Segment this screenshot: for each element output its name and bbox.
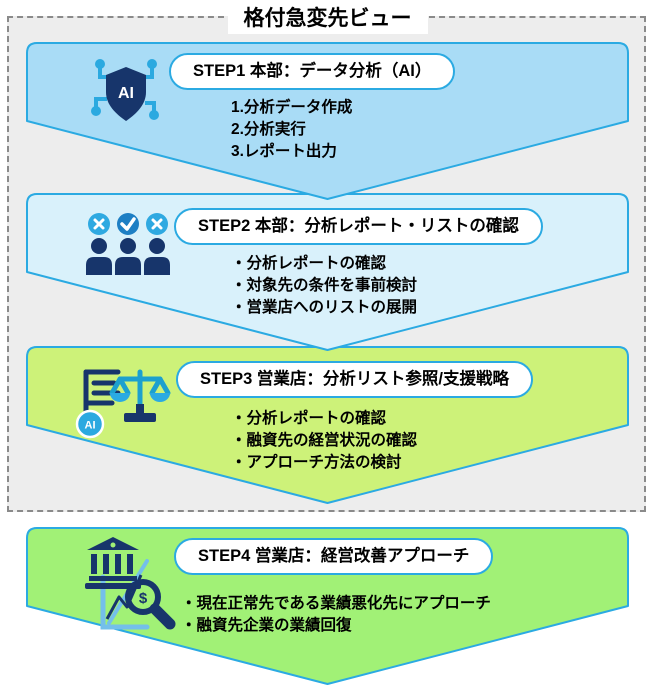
page-title: 格付急変先ビュー [227,0,428,34]
step4-title-pill: STEP4 営業店：経営改善アプローチ [174,538,494,575]
step1-task-item: 3.レポート出力 [231,143,337,160]
step2-chevron: STEP2 本部：分析レポート・リストの確認 ・分析レポートの確認 ・対象先の条… [26,193,629,353]
bank-analysis-icon: $ [81,535,181,635]
step3-task-item: ・融資先の経営状況の確認 [231,432,418,449]
step2-title-pill: STEP2 本部：分析レポート・リストの確認 [174,208,543,245]
step3-task-list: ・分析レポートの確認 ・融資先の経営状況の確認 ・アプローチ方法の検討 [231,408,417,474]
step2-task-item: ・分析レポートの確認 [231,255,387,272]
step2-task-item: ・対象先の条件を事前検討 [231,277,418,294]
step2-task-item: ・営業店へのリストの展開 [231,299,418,316]
step4-chevron: $ STEP4 営業店：経営改善アプローチ ・現在正常先である業績悪化先にアプロ… [26,527,629,687]
scales-ai-icon: AI [74,362,174,444]
ai-shield-icon: AI [86,54,166,134]
svg-text:AI: AI [118,85,134,102]
step1-title-pill: STEP1 本部：データ分析（AI） [169,53,456,90]
step3-task-item: ・アプローチ方法の検討 [231,454,402,471]
step3-chevron: AI STEP3 営業店：分析リスト参照/支援戦略 ・分析レポートの確認 ・融資… [26,346,629,506]
step1-task-list: 1.分析データ作成 2.分析実行 3.レポート出力 [231,97,352,163]
step1-chevron: AI STEP1 本部：データ分析（AI） 1.分析データ作成 2.分析実行 3… [26,42,629,202]
svg-text:$: $ [139,590,148,607]
step1-task-item: 2.分析実行 [231,121,306,138]
step3-title-pill: STEP3 営業店：分析リスト参照/支援戦略 [176,361,533,398]
step3-task-item: ・分析レポートの確認 [231,410,387,427]
step1-task-item: 1.分析データ作成 [231,99,353,116]
step2-task-list: ・分析レポートの確認 ・対象先の条件を事前検討 ・営業店へのリストの展開 [231,253,417,319]
step4-task-item: ・融資先企業の業績回復 [181,617,352,634]
step4-task-item: ・現在正常先である業績悪化先にアプローチ [181,595,491,612]
team-review-icon [84,211,172,283]
step4-task-list: ・現在正常先である業績悪化先にアプローチ ・融資先企業の業績回復 [181,593,491,637]
svg-text:AI: AI [85,420,96,432]
